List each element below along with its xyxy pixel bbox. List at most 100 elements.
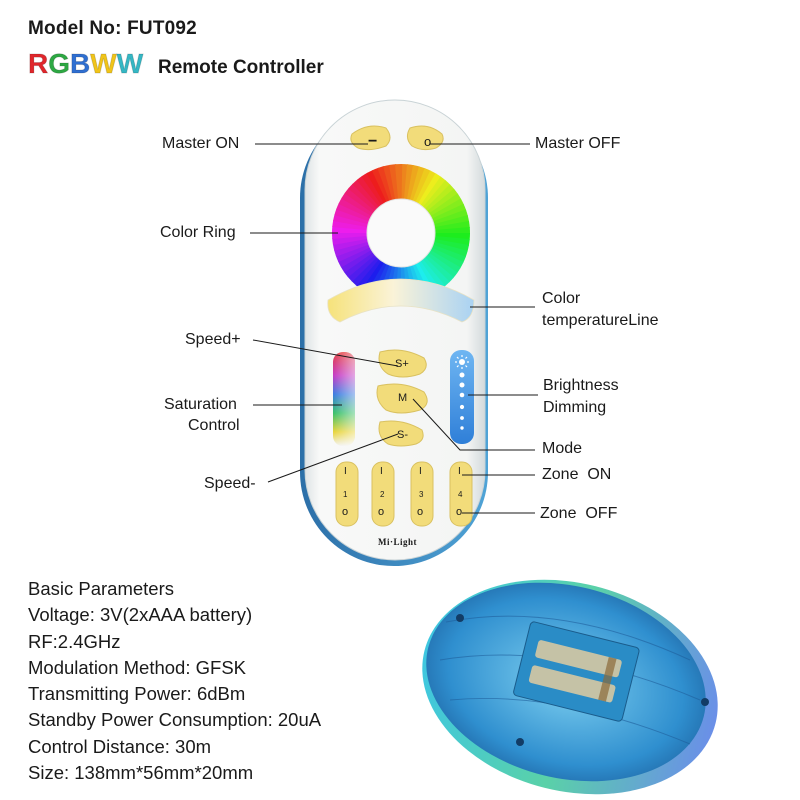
remote-back-case: [422, 579, 718, 795]
label-saturation-2: Control: [188, 417, 240, 434]
color-ring-segment[interactable]: [344, 187, 377, 215]
zone-3-off-symbol: o: [417, 506, 424, 518]
mi-light-logo: Mi·Light: [378, 537, 418, 547]
label-zone-on: Zone ON: [542, 466, 612, 483]
label-brightness-1: Brightness: [543, 377, 619, 394]
color-ring-segment[interactable]: [335, 243, 372, 263]
color-ring-segment[interactable]: [432, 215, 470, 228]
label-color-temp-1: Color: [542, 290, 581, 307]
mode-button[interactable]: [376, 383, 428, 414]
zone-2-button[interactable]: [371, 461, 395, 527]
color-ring-segment[interactable]: [426, 188, 459, 215]
color-ring-segment[interactable]: [333, 213, 370, 228]
zone-3-button[interactable]: [410, 461, 434, 527]
color-ring-segment[interactable]: [406, 165, 421, 202]
color-ring-segment[interactable]: [429, 246, 464, 269]
label-color-temp-2: temperatureLine: [542, 312, 659, 329]
zone-3-on-symbol: I: [419, 466, 422, 477]
color-ring-segment[interactable]: [417, 173, 442, 207]
color-ring-segment[interactable]: [356, 175, 383, 208]
parameter-line: Control Distance: 30m: [28, 735, 212, 757]
color-ring-segment[interactable]: [432, 238, 469, 253]
color-ring-segment[interactable]: [423, 254, 454, 283]
color-ring-segment[interactable]: [419, 176, 447, 209]
color-ring-segment[interactable]: [421, 256, 450, 287]
color-ring-segment[interactable]: [338, 197, 373, 220]
parameter-line: Modulation Method: GFSK: [28, 656, 246, 678]
color-ring-segment[interactable]: [334, 208, 371, 225]
zone-4-button[interactable]: [449, 461, 473, 527]
color-ring-segment[interactable]: [394, 164, 403, 201]
color-ring-segment[interactable]: [371, 167, 391, 204]
sun-icon: [455, 355, 469, 369]
color-ring-segment[interactable]: [430, 244, 466, 264]
color-ring-segment[interactable]: [352, 179, 381, 210]
brand-title: RGBWW: [27, 48, 143, 79]
brightness-dimming-bar[interactable]: [450, 350, 474, 444]
zone-4-off-symbol: o: [456, 506, 463, 518]
color-ring-segment[interactable]: [331, 231, 369, 240]
color-ring-segment[interactable]: [412, 168, 432, 204]
color-ring-segment[interactable]: [343, 251, 376, 278]
parameters-title: Basic Parameters: [28, 578, 174, 599]
color-ring-segment[interactable]: [377, 166, 394, 202]
zone-1-button[interactable]: [335, 461, 359, 527]
mode-label: M: [398, 392, 408, 404]
color-ring-center-button[interactable]: [366, 198, 436, 268]
saturation-control-bar[interactable]: [333, 352, 355, 446]
label-speed-minus: Speed-: [204, 475, 256, 492]
color-ring-segment[interactable]: [348, 183, 379, 212]
color-ring-segment[interactable]: [432, 209, 468, 226]
callout-lines: [250, 143, 538, 514]
label-speed-plus: Speed+: [185, 331, 241, 348]
color-ring-segment[interactable]: [422, 180, 451, 211]
label-saturation-1: Saturation: [164, 396, 237, 413]
color-ring-segment[interactable]: [419, 258, 446, 291]
color-ring-segment[interactable]: [430, 203, 467, 223]
color-ring-segment[interactable]: [355, 257, 383, 290]
battery-compartment: [513, 621, 640, 722]
color-ring-segment[interactable]: [433, 226, 471, 235]
brand-letter: G: [48, 48, 71, 79]
brand-letter: W: [90, 48, 117, 79]
label-mode: Mode: [542, 440, 583, 457]
label-zone-off: Zone OFF: [540, 505, 618, 522]
color-ring-segment[interactable]: [431, 241, 468, 258]
zone-2-off-symbol: o: [378, 506, 385, 518]
zone-4-number: 4: [458, 490, 463, 499]
parameter-line: Voltage: 3V(2xAAA battery): [28, 604, 253, 626]
master-on-symbol: −: [368, 133, 378, 150]
color-ring-segment[interactable]: [427, 249, 461, 274]
color-ring-segment[interactable]: [341, 192, 375, 217]
color-ring-segment[interactable]: [340, 248, 374, 273]
color-ring-segment[interactable]: [424, 184, 455, 213]
basic-parameters: Basic Parameters Voltage: 3V(2xAAA batte…: [28, 576, 321, 786]
color-ring-segment[interactable]: [425, 251, 458, 279]
parameter-line: Size: 138mm*56mm*20mm: [28, 762, 254, 784]
color-ring-segment[interactable]: [428, 193, 462, 218]
color-ring-segment[interactable]: [332, 238, 370, 251]
color-temperature-line[interactable]: [327, 278, 475, 323]
speed-plus-label: S+: [395, 358, 409, 370]
parameter-line: Transmitting Power: 6dBm: [28, 683, 246, 705]
zone-1-on-symbol: I: [344, 466, 347, 477]
master-off-symbol: o: [424, 134, 432, 149]
color-ring-segment[interactable]: [347, 253, 378, 282]
color-ring-segment[interactable]: [336, 202, 372, 222]
speed-minus-label: S-: [397, 429, 408, 441]
label-master-off: Master OFF: [535, 135, 621, 152]
color-ring-segment[interactable]: [383, 164, 396, 202]
zone-2-number: 2: [380, 490, 385, 499]
color-ring-segment[interactable]: [337, 246, 373, 268]
color-ring-segment[interactable]: [409, 166, 426, 203]
model-number: Model No: FUT092: [28, 18, 197, 39]
color-ring-segment[interactable]: [366, 169, 388, 205]
speed-plus-button[interactable]: [378, 349, 427, 378]
zone-3-number: 3: [419, 490, 424, 499]
color-ring-segment[interactable]: [334, 240, 370, 257]
speed-minus-button[interactable]: [378, 420, 424, 447]
color-ring-segment[interactable]: [414, 170, 437, 205]
color-ring-segment[interactable]: [351, 255, 380, 286]
color-ring-segment[interactable]: [361, 172, 386, 206]
color-ring-segment[interactable]: [429, 198, 465, 220]
